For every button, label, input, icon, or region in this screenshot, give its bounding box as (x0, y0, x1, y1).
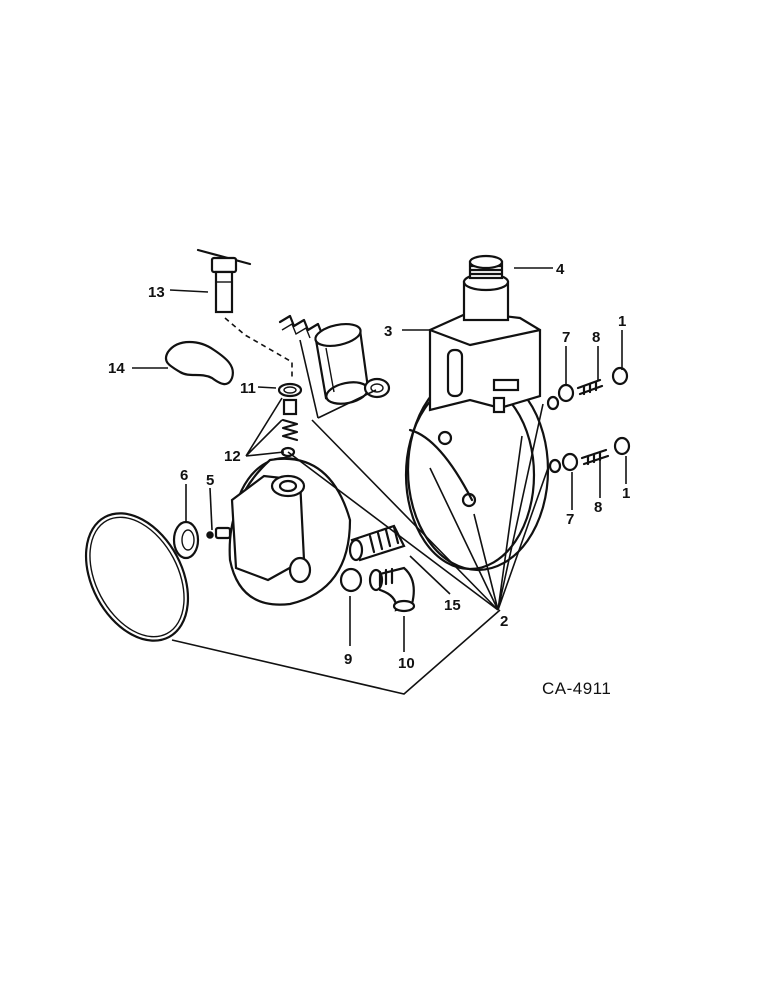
alignment-dashed-line (224, 317, 293, 380)
leader-lines (132, 267, 627, 695)
callout-13: 13 (148, 284, 165, 301)
callout-1-upper: 1 (618, 313, 626, 330)
gasket (164, 340, 234, 386)
callout-6: 6 (180, 467, 188, 484)
callout-8-upper: 8 (592, 329, 600, 346)
callout-12: 12 (224, 448, 241, 465)
o-ring-small (339, 567, 363, 593)
mounting-hardware-lower (548, 436, 631, 474)
reservoir (404, 254, 550, 572)
callout-2: 2 (500, 613, 508, 630)
callout-8-lower: 8 (594, 499, 602, 516)
pump-body (206, 456, 352, 606)
shaft-seal (172, 520, 200, 560)
callout-5: 5 (206, 472, 214, 489)
callout-4: 4 (556, 261, 565, 278)
callout-10: 10 (398, 655, 415, 672)
mounting-hardware-upper (546, 366, 629, 411)
callouts: 13 14 11 12 6 5 3 4 7 8 1 7 8 1 15 2 9 1… (108, 261, 630, 672)
spring-top (278, 314, 324, 339)
callout-1-lower: 1 (622, 485, 630, 502)
drawing-code: CA-4911 (542, 679, 611, 698)
spring-parts (277, 382, 303, 458)
hose-fitting (348, 524, 406, 562)
o-ring-seal (84, 512, 190, 642)
callout-11: 11 (240, 380, 256, 397)
callout-9: 9 (344, 651, 352, 668)
filter-element (314, 323, 370, 405)
callout-3: 3 (384, 323, 392, 340)
callout-7-lower: 7 (566, 511, 574, 528)
callout-7-upper: 7 (562, 329, 570, 346)
callout-14: 14 (108, 360, 125, 377)
elbow-fitting (368, 566, 416, 613)
callout-15: 15 (444, 597, 461, 614)
flow-valve-stud (196, 248, 252, 314)
